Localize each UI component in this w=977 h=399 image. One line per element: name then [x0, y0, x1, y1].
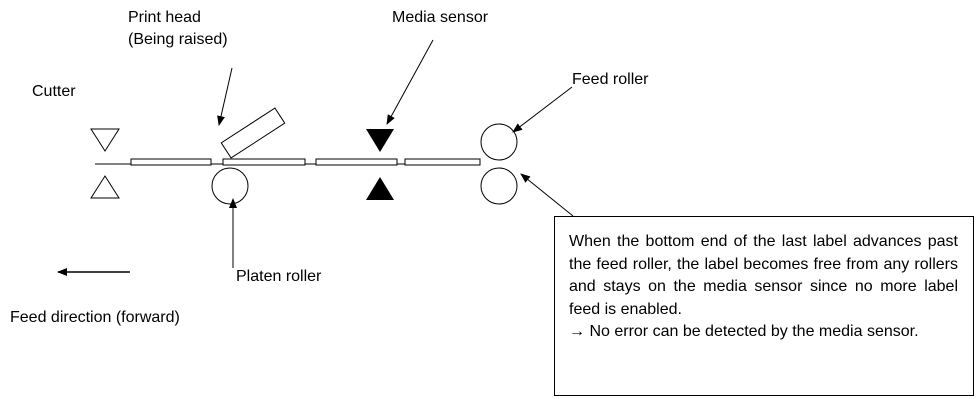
print-head-icon: [220, 107, 286, 159]
note-callout-box: When the bottom end of the last label ad…: [554, 216, 974, 396]
media-sensor-label: Media sensor: [392, 9, 489, 26]
print-head-pointer: [217, 67, 233, 126]
label-strip: [315, 158, 398, 166]
note-paragraph: When the bottom end of the last label ad…: [569, 233, 958, 318]
media-sensor-upper-icon: [366, 129, 394, 152]
feed-direction-label: Feed direction (forward): [10, 309, 180, 326]
label-strip: [222, 158, 306, 166]
label-strip: [404, 158, 481, 166]
platen-roller-label: Platen roller: [236, 268, 322, 285]
note-conclusion: → No error can be detected by the media …: [569, 323, 919, 340]
label-strip: [130, 158, 212, 166]
feed-roller-upper-icon: [480, 123, 518, 161]
platen-roller-icon: [211, 167, 249, 205]
media-sensor-pointer: [386, 39, 434, 125]
cutter-lower-blade-icon: [90, 175, 120, 199]
cutter-upper-blade-icon: [90, 128, 120, 152]
cutter-label: Cutter: [32, 83, 76, 100]
feed-roller-pointer: [512, 86, 573, 133]
note-pointer: [520, 173, 574, 217]
feed-roller-label: Feed roller: [572, 71, 649, 88]
print-head-state-label: (Being raised): [128, 31, 228, 48]
media-sensor-lower-icon: [366, 177, 394, 200]
feed-roller-lower-icon: [480, 167, 518, 205]
print-head-label: Print head: [128, 9, 201, 26]
